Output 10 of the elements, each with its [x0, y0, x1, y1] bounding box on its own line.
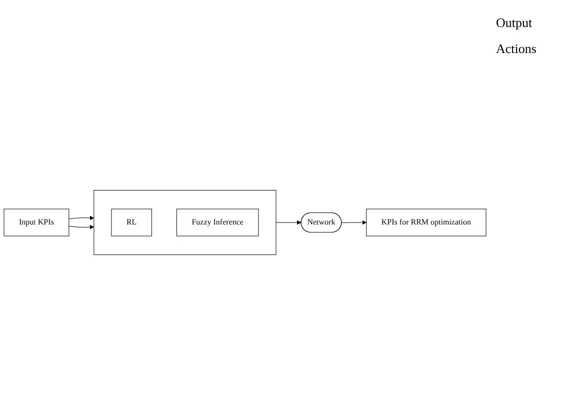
arrow: [68, 224, 94, 230]
node-box: KPIs for RRM optimization: [366, 208, 486, 236]
arrow: [276, 220, 302, 225]
node-box: RL: [111, 208, 152, 236]
node-box: Fuzzy Inference: [176, 208, 259, 236]
output-label: Output Actions: [496, 14, 538, 58]
arrow: [68, 216, 94, 220]
cluster: [94, 190, 276, 256]
node-box: Input KPIs: [4, 208, 70, 236]
arrow: [341, 220, 367, 225]
